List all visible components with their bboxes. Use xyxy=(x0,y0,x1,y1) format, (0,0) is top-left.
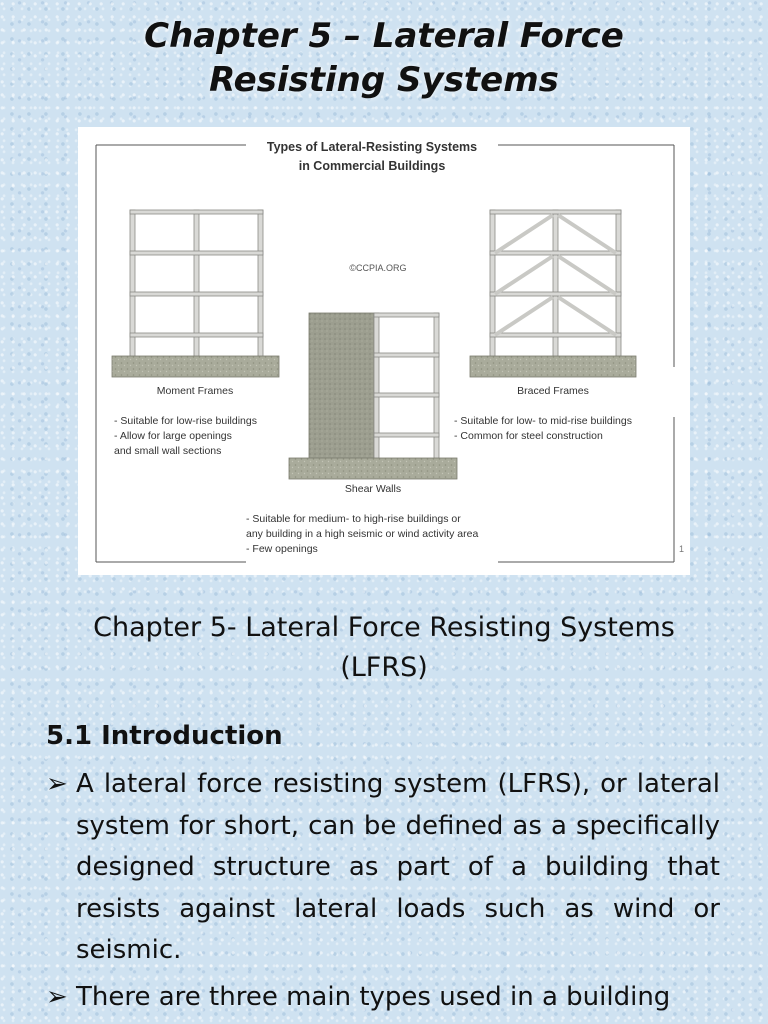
moment-frames-note: and small wall sections xyxy=(114,445,221,457)
shear-wall-foundation xyxy=(288,457,458,480)
braced-frames-note: - Common for steel construction xyxy=(454,430,603,442)
shear-walls-label: Shear Walls xyxy=(345,483,401,495)
braced-frame-foundation xyxy=(469,355,637,378)
section-heading-line2: (LFRS) xyxy=(340,652,428,683)
moment-frame-foundation xyxy=(111,355,280,378)
bullet-item: ➢ There are three main types used in a b… xyxy=(46,977,720,1019)
figure-page-number: 1 xyxy=(679,544,684,554)
slide-title: Chapter 5 – Lateral Force Resisting Syst… xyxy=(0,14,768,102)
moment-frames-note: - Allow for large openings xyxy=(114,430,232,442)
shear-wall-frame xyxy=(373,312,440,461)
braced-frames-label: Braced Frames xyxy=(517,385,589,397)
intro-heading: 5.1 Introduction xyxy=(46,721,283,751)
section-heading-line1: Chapter 5- Lateral Force Resisting Syste… xyxy=(93,612,675,643)
copyright-watermark: ©CCPIA.ORG xyxy=(349,263,406,273)
moment-frames-label: Moment Frames xyxy=(157,385,233,397)
section-heading: Chapter 5- Lateral Force Resisting Syste… xyxy=(0,608,768,688)
braced-frames-note: - Suitable for low- to mid-rise building… xyxy=(454,415,632,427)
bullet-text: There are three main types used in a bui… xyxy=(76,982,671,1012)
arrow-bullet-icon: ➢ xyxy=(46,769,68,799)
figure-title-line2: in Commercial Buildings xyxy=(299,159,446,173)
shear-walls-note: - Few openings xyxy=(246,543,318,555)
slide-title-line2: Resisting Systems xyxy=(209,60,559,100)
shear-walls-note: any building in a high seismic or wind a… xyxy=(246,528,478,540)
lateral-systems-figure: Types of Lateral-Resisting Systems in Co… xyxy=(78,127,690,575)
braced-frame-diagonals xyxy=(493,213,618,337)
shear-wall-panel xyxy=(308,312,375,461)
bullet-item: ➢ A lateral force resisting system (LFRS… xyxy=(46,764,720,972)
bullet-text: A lateral force resisting system (LFRS),… xyxy=(76,769,720,965)
figure-border xyxy=(95,144,675,563)
arrow-bullet-icon: ➢ xyxy=(46,982,68,1012)
lateral-systems-diagram: Types of Lateral-Resisting Systems in Co… xyxy=(95,140,684,563)
shear-walls-note: - Suitable for medium- to high-rise buil… xyxy=(246,513,461,525)
slide-title-line1: Chapter 5 – Lateral Force xyxy=(144,16,624,56)
moment-frame-drawing xyxy=(129,209,264,358)
figure-title-line1: Types of Lateral-Resisting Systems xyxy=(267,140,477,154)
moment-frames-note: - Suitable for low-rise buildings xyxy=(114,415,257,427)
